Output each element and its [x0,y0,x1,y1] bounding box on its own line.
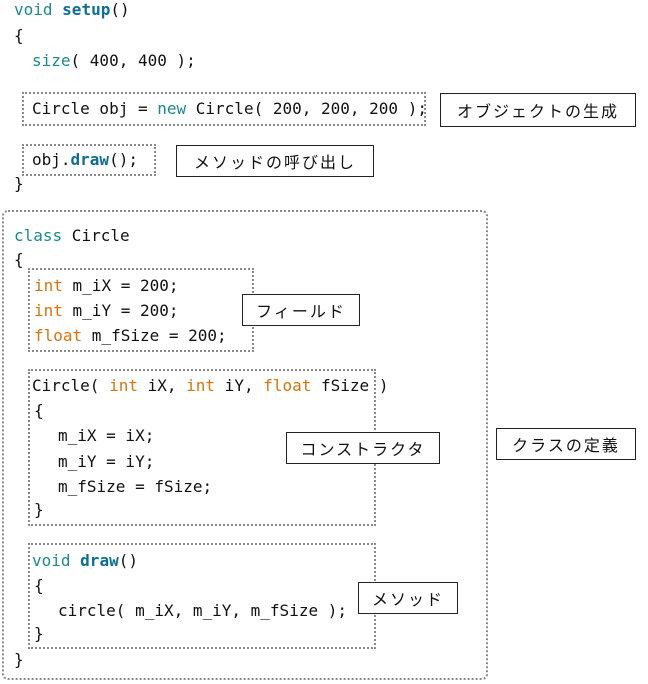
setup-open-brace: { [14,26,24,45]
function-name-draw: draw [70,150,110,169]
method-close-brace: } [34,624,44,643]
code-line-assign-x: m_iX = iX; [58,426,155,445]
label-class-definition: クラスの定義 [496,428,636,460]
obj-prefix: obj. [32,150,71,169]
keyword-void: void [14,0,53,19]
code-line-size: size( 400, 400 ); [32,51,196,71]
code-line-setup-signature: void setup() [14,0,130,20]
class-close-brace: } [14,650,24,669]
size-arguments: ( 400, 400 ); [70,51,196,70]
label-method: メソッド [358,582,458,614]
type-int: int [34,276,63,295]
constructor-open-brace: { [34,401,44,420]
type-int: int [109,376,138,395]
code-line-field-x: int m_iX = 200; [34,276,179,296]
function-name-setup: setup [62,0,111,19]
function-name-draw: draw [80,551,119,570]
call-suffix: (); [109,150,138,169]
param-iy: iY, [215,376,264,395]
class-name: Circle [62,226,130,245]
create-prefix: Circle obj = [32,99,158,118]
constructor-close-brace: } [34,500,44,519]
code-line-draw-signature: void draw() [32,551,138,571]
code-line-field-y: int m_iY = 200; [34,301,179,321]
keyword-void: void [32,551,71,570]
param-fsize: fSize ) [311,376,389,395]
method-open-brace: { [34,576,44,595]
parens: () [118,551,138,570]
parens: () [110,0,130,19]
class-open-brace: { [14,250,24,269]
field-x-text: m_iX = 200; [62,276,179,295]
code-line-assign-size: m_fSize = fSize; [58,477,213,496]
type-int: int [34,301,63,320]
object-creation-region [22,92,426,126]
code-line-constructor-signature: Circle( int iX, int iY, float fSize ) [32,376,388,396]
field-y-text: m_iY = 200; [62,301,179,320]
label-method-call: メソッドの呼び出し [176,145,374,177]
label-field: フィールド [242,294,360,326]
param-ix: iX, [137,376,187,395]
keyword-class: class [14,226,63,245]
class-definition-region [2,210,488,680]
label-constructor: コンストラクタ [286,432,440,464]
type-float: float [263,376,312,395]
setup-close-brace: } [14,174,24,193]
code-line-class-declaration: class Circle [14,226,130,246]
code-line-field-size: float m_fSize = 200; [34,326,227,346]
field-size-text: m_fSize = 200; [82,326,227,345]
function-name-size: size [32,51,71,70]
code-line-circle-call: circle( m_iX, m_iY, m_fSize ); [58,601,347,620]
constructor-name: Circle( [32,376,110,395]
keyword-new: new [157,99,187,118]
code-line-create-object: Circle obj = new Circle( 200, 200, 200 )… [32,99,427,119]
create-suffix: Circle( 200, 200, 200 ); [186,99,427,118]
method-call-region [22,144,156,176]
code-line-assign-y: m_iY = iY; [58,452,155,471]
type-int: int [186,376,216,395]
label-object-creation: オブジェクトの生成 [440,93,636,127]
code-line-draw-call: obj.draw(); [32,150,138,170]
type-float: float [34,326,83,345]
